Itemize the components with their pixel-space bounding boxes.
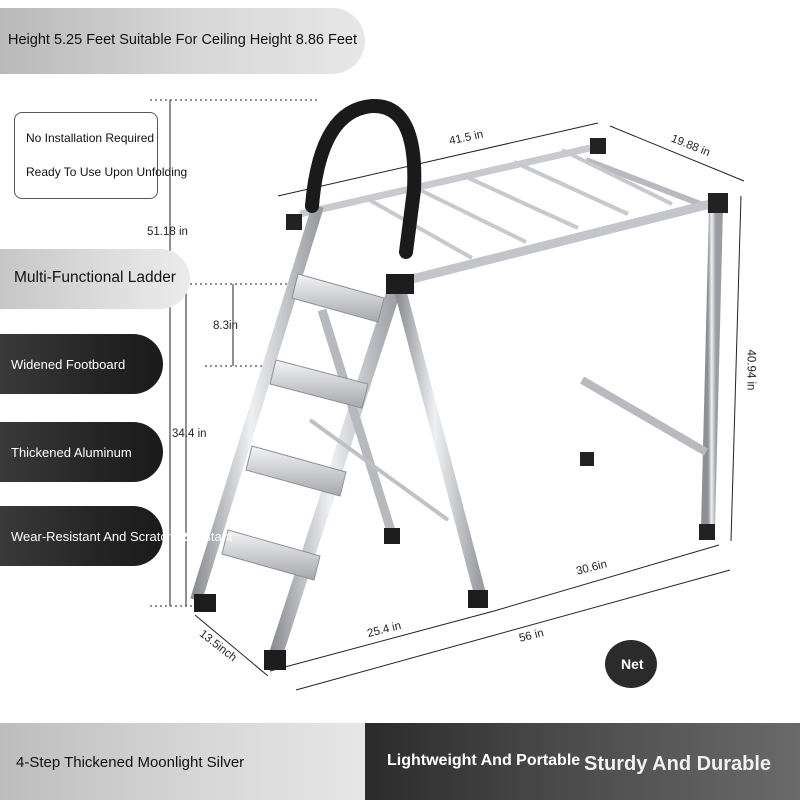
net-badge: Net [605, 640, 657, 688]
dim-ladder-height: 34.4 in [172, 428, 207, 440]
install-line-1: No Installation Required [26, 131, 155, 145]
dim-rack-height: 40.94 in [744, 349, 757, 391]
install-line-2: Ready To Use Upon Unfolding [26, 165, 188, 179]
multi-functional-pill [0, 249, 190, 309]
feature-pill-wear: Wear-Resistant And Scratch-Resistant [0, 506, 233, 566]
feature-wear-text: Wear-Resistant And Scratch-Resistant [11, 529, 233, 544]
net-badge-text: Net [621, 656, 644, 672]
feature-pill-footboard: Widened Footboard [0, 334, 163, 394]
bottom-right-banner: Lightweight And Portable Sturdy And Dura… [365, 723, 800, 800]
dimension-lines [150, 99, 745, 691]
drying-rack [286, 138, 728, 540]
multi-functional-label: Multi-Functional Ladder [14, 269, 176, 286]
top-banner-text: Height 5.25 Feet Suitable For Ceiling He… [8, 32, 358, 48]
ladder [190, 99, 488, 670]
feature-aluminum-text: Thickened Aluminum [11, 445, 132, 460]
bottom-left-banner: 4-Step Thickened Moonlight Silver [0, 723, 365, 800]
dim-total-height: 51.18 in [147, 226, 188, 238]
dim-step-gap: 8.3in [213, 320, 238, 332]
feature-pill-aluminum: Thickened Aluminum [0, 422, 163, 482]
feature-footboard-text: Widened Footboard [11, 357, 126, 372]
install-info-box: No Installation Required Ready To Use Up… [14, 112, 187, 199]
sturdy-text: Sturdy And Durable [584, 753, 772, 775]
top-banner: Height 5.25 Feet Suitable For Ceiling He… [0, 8, 365, 74]
bottom-left-text: 4-Step Thickened Moonlight Silver [16, 754, 245, 771]
portable-text: Lightweight And Portable [387, 752, 581, 769]
